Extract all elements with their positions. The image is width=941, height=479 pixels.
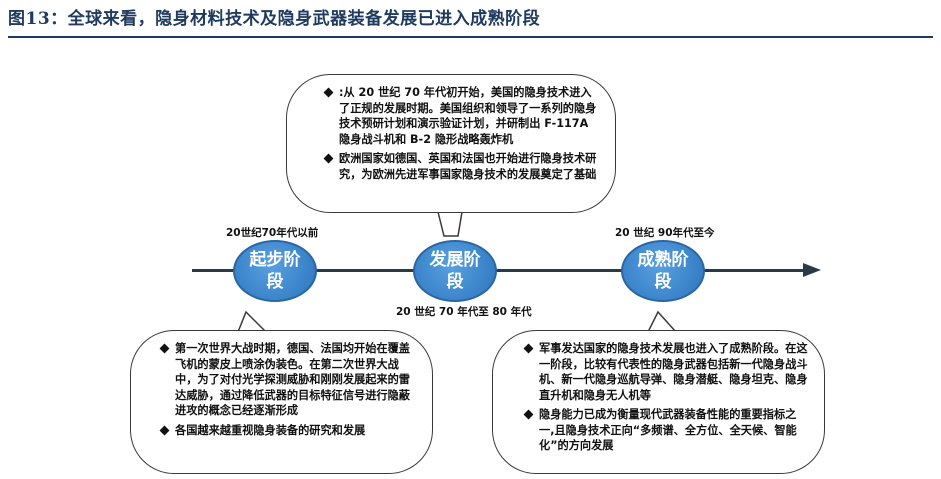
development-point-2: 欧洲国家如德国、英国和法国也开始进行隐身技术研究，为欧洲先进军事国家隐身技术的发… — [323, 151, 597, 182]
bullet-icon — [159, 343, 170, 354]
stage-node-mature: 成熟阶段 — [621, 240, 705, 302]
development-bubble: :从 20 世纪 70 年代初开始，美国的隐身技术进入了正规的发展时期。美国组织… — [286, 74, 616, 213]
bullet-icon — [159, 425, 170, 435]
stage-period-development: 20 世纪 70 年代至 80 年代 — [396, 306, 532, 318]
mature-bubble-tail — [646, 310, 678, 333]
stage-period-mature: 20 世纪 90年代至今 — [615, 227, 715, 239]
bullet-icon — [523, 409, 534, 420]
early-bubble-tail — [236, 310, 268, 333]
stage-label-mature: 成熟阶段 — [637, 250, 689, 292]
stage-label-development: 发展阶段 — [429, 250, 481, 292]
bullet-icon — [523, 343, 534, 354]
timeline-arrowhead — [803, 263, 821, 277]
development-bubble-tail — [437, 211, 463, 237]
title-divider — [8, 36, 933, 38]
bullet-icon — [323, 87, 334, 98]
stage-period-early: 20世纪70年代以前 — [226, 227, 319, 239]
mature-point-1: 军事发达国家的隐身技术发展也进入了成熟阶段。在这一阶段，比较有代表性的隐身武器包… — [523, 341, 810, 403]
stage-node-development: 发展阶段 — [413, 240, 497, 302]
bullet-icon — [323, 153, 334, 164]
early-point-2: 各国越来越重视隐身装备的研究和发展 — [159, 423, 418, 439]
early-bubble: 第一次世界大战时期，德国、法国均开始在覆盖飞机的蒙皮上喷涂伪装色。在第二次世界大… — [130, 330, 433, 474]
mature-point-2: 隐身能力已成为衡量现代武器装备性能的重要指标之一,且隐身技术正向“多频谱、全方位… — [523, 407, 810, 454]
mature-bubble: 军事发达国家的隐身技术发展也进入了成熟阶段。在这一阶段，比较有代表性的隐身武器包… — [492, 330, 825, 474]
timeline-axis — [192, 269, 805, 272]
development-point-1: :从 20 世纪 70 年代初开始，美国的隐身技术进入了正规的发展时期。美国组织… — [323, 85, 597, 147]
stage-label-early: 起步阶段 — [249, 250, 301, 292]
early-point-1: 第一次世界大战时期，德国、法国均开始在覆盖飞机的蒙皮上喷涂伪装色。在第二次世界大… — [159, 341, 418, 419]
figure-title: 图13：全球来看，隐身材料技术及隐身武器装备发展已进入成熟阶段 — [8, 9, 541, 29]
stage-node-early: 起步阶段 — [233, 240, 317, 302]
